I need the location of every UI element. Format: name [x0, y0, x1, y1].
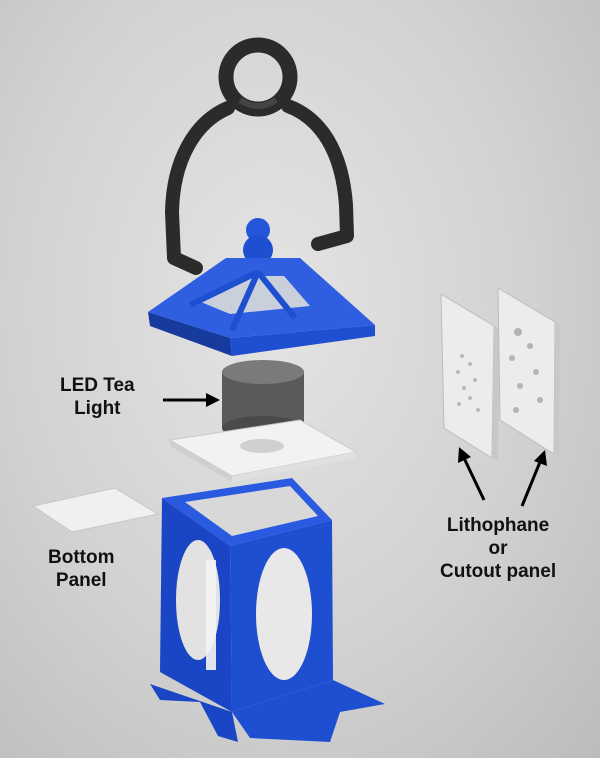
bottom-panel: [31, 487, 160, 533]
label-line: LED Tea: [60, 375, 135, 396]
label-bottom-panel: Bottom Panel: [48, 546, 114, 592]
tea-light-plate: [168, 419, 358, 482]
label-led-tea-light: LED Tea Light: [60, 374, 135, 420]
label-line: or: [488, 538, 508, 559]
label-line: Lithophane: [446, 515, 550, 536]
callout-arrows: [163, 393, 547, 507]
lithophane-panels: [440, 287, 560, 460]
label-lithophane: Lithophane or Cutout panel: [440, 514, 556, 583]
lantern-roof: [148, 218, 375, 356]
label-line: Light: [74, 398, 121, 419]
label-line: Panel: [55, 570, 107, 591]
label-line: Cutout panel: [440, 561, 557, 582]
label-line: Bottom: [48, 547, 115, 568]
lantern-handle: [165, 37, 354, 275]
lantern-body: [150, 478, 385, 742]
